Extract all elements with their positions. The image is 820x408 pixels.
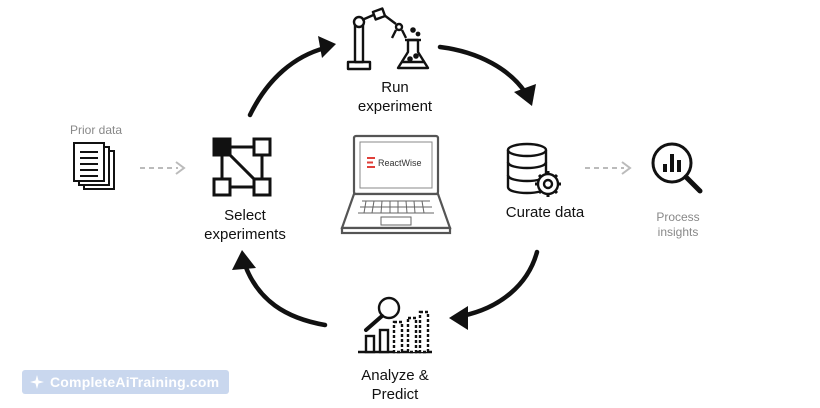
- select-line2: experiments: [204, 226, 286, 243]
- reactwise-brand-text: ReactWise: [378, 157, 422, 168]
- arrow-run-to-curate-head: [514, 84, 536, 106]
- grid-nodes-icon: [212, 137, 272, 197]
- laptop-icon: [340, 134, 452, 235]
- arrow-select-to-run: [247, 45, 328, 118]
- arrow-prior-to-select-head: [175, 161, 186, 175]
- process-insights-line1: Process: [656, 210, 700, 224]
- sparkle-icon: [30, 375, 44, 389]
- magnifier-bar-chart-icon: [358, 296, 432, 354]
- process-insights-line2: insights: [657, 225, 699, 239]
- robot-arm-flask-icon: [346, 7, 430, 71]
- magnifier-chart-icon: [651, 142, 703, 194]
- arrow-analyze-to-select-head: [232, 250, 256, 270]
- run-experiment-line2: experiment: [357, 98, 433, 115]
- select-experiments-label: Select experiments: [190, 206, 300, 244]
- arrow-curate-to-analyze-head: [449, 306, 468, 330]
- reactwise-mark-icon: [367, 157, 375, 168]
- documents-icon: [73, 142, 115, 190]
- select-line1: Select: [224, 207, 266, 224]
- run-experiment-label: Run experiment: [340, 78, 450, 116]
- arrow-run-to-curate: [437, 44, 528, 95]
- analyze-predict-label: Analyze & Predict: [340, 366, 450, 404]
- database-gear-icon: [506, 142, 561, 197]
- run-experiment-line1: Run: [381, 79, 409, 96]
- analyze-line2: Predict: [371, 386, 419, 403]
- prior-data-label: Prior data: [60, 123, 132, 138]
- curate-data-label: Curate data: [490, 203, 600, 222]
- reactwise-logo: ReactWise: [367, 157, 422, 168]
- arrow-select-to-run-head: [318, 36, 336, 58]
- arrow-analyze-to-select: [242, 262, 328, 328]
- watermark-text: CompleteAiTraining.com: [50, 374, 220, 390]
- analyze-line1: Analyze &: [361, 367, 429, 384]
- process-insights-label: Process insights: [638, 210, 718, 240]
- arrow-curate-to-analyze: [459, 249, 540, 319]
- watermark-badge[interactable]: CompleteAiTraining.com: [22, 370, 230, 394]
- prior-data-text: Prior data: [69, 123, 123, 137]
- curate-data-text: Curate data: [505, 204, 585, 221]
- arrow-curate-to-insights-head: [621, 161, 632, 175]
